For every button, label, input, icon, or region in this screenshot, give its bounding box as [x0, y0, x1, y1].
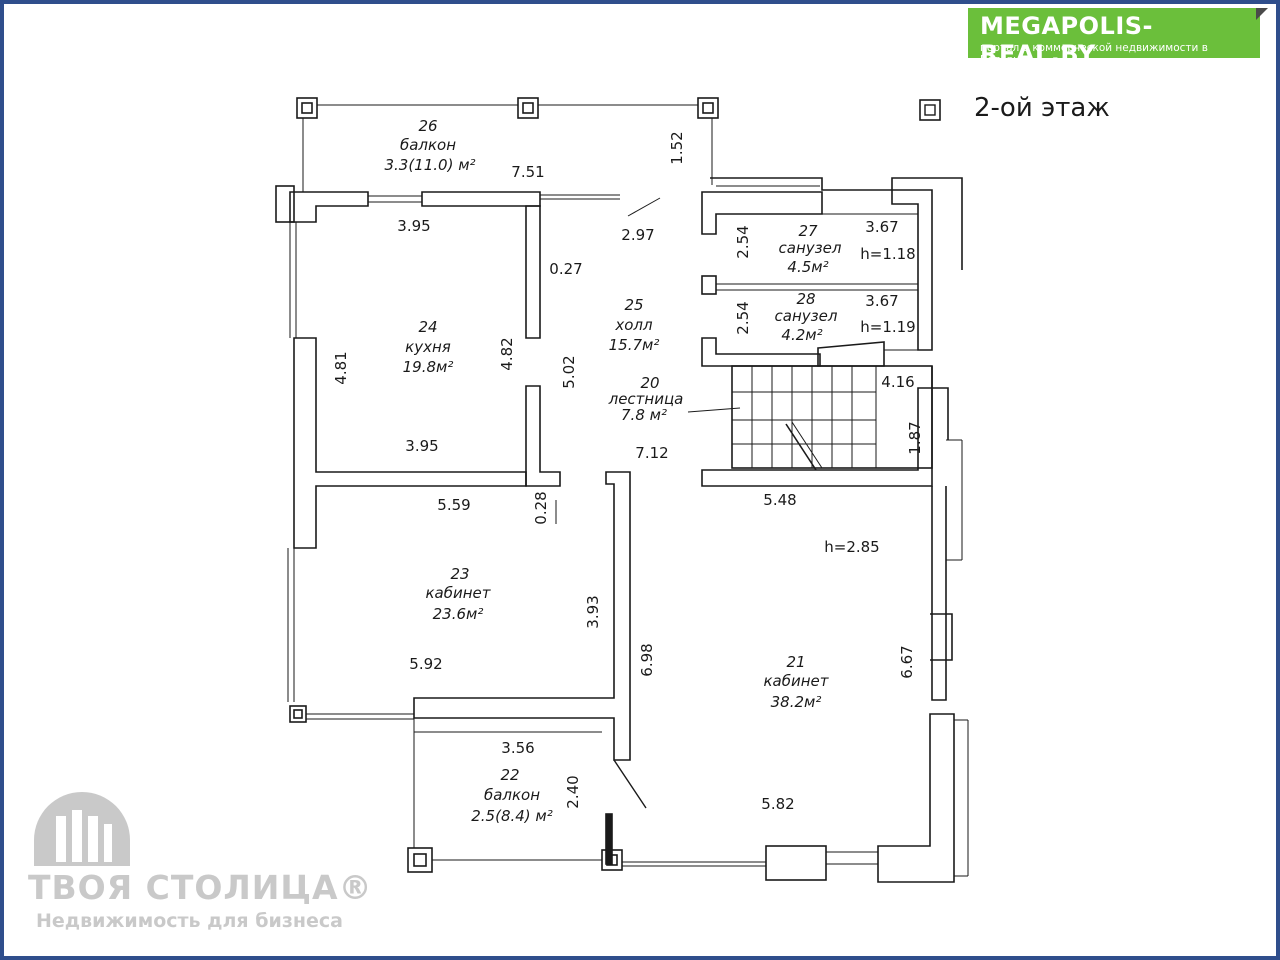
room-area: 23.6м² — [433, 605, 484, 623]
dimension-label: 3.95 — [397, 217, 430, 235]
room-22-label: 22 балкон 2.5(8.4) м² — [471, 766, 553, 825]
room-21-label: 21 кабинет 38.2м² h=2.85 — [763, 538, 879, 711]
room-name: кухня — [405, 338, 451, 356]
dimension-label: 2.54 — [734, 225, 752, 258]
room-number: 24 — [418, 318, 437, 336]
room-26-label: 26 балкон 3.3(11.0) м² — [384, 117, 475, 174]
room-area: 2.5(8.4) м² — [471, 807, 553, 825]
dimension-label: 1.87 — [906, 421, 924, 454]
dimension-label: 3.93 — [584, 595, 602, 628]
room-name: холл — [614, 316, 653, 334]
dimension-label: 6.67 — [898, 645, 916, 678]
dimension-label: 2.54 — [734, 301, 752, 334]
room-name: кабинет — [425, 584, 491, 602]
dimension-label: 2.40 — [564, 775, 582, 808]
dimension-labels: 7.51 1.52 3.95 2.97 2.54 3.67 0.27 2.54 … — [332, 131, 924, 813]
room-27-label: 27 санузел 4.5м² h=1.18 — [779, 222, 916, 276]
dimension-label: 3.67 — [865, 218, 898, 236]
column-square-icon — [919, 99, 941, 121]
logo-fold-corner — [1256, 8, 1268, 20]
dimension-label: 4.81 — [332, 351, 350, 384]
megapolis-logo[interactable]: MEGAPOLIS-REAL.BY портал о коммерческой … — [968, 8, 1268, 68]
column-square-icon — [296, 97, 318, 119]
logo-tagline: портал о коммерческой недвижимости в Бел… — [980, 42, 1208, 66]
dimension-label: 4.16 — [881, 373, 914, 391]
dimension-label: 5.82 — [761, 795, 794, 813]
watermark-name: ТВОЯ СТОЛИЦА® — [28, 868, 373, 907]
room-number: 20 — [640, 374, 659, 392]
room-area: 7.8 м² — [621, 406, 667, 424]
logo-title: MEGAPOLIS-REAL.BY — [980, 12, 1154, 68]
dimension-label: 5.02 — [560, 355, 578, 388]
room-number: 28 — [796, 290, 815, 308]
dimension-label: 4.82 — [498, 337, 516, 370]
room-area: 38.2м² — [771, 693, 822, 711]
ceiling-height: h=1.18 — [860, 245, 915, 263]
ceiling-height: h=2.85 — [824, 538, 879, 556]
column-square-icon — [697, 97, 719, 119]
dimension-label: 0.27 — [549, 260, 582, 278]
room-name: кабинет — [763, 672, 829, 690]
floor-title: 2-ой этаж — [974, 93, 1110, 123]
dimension-label: 5.48 — [763, 491, 796, 509]
plan-walls — [275, 97, 969, 883]
room-24-label: 24 кухня 19.8м² — [403, 318, 454, 376]
ceiling-height: h=1.19 — [860, 318, 915, 336]
room-name: санузел — [775, 307, 838, 325]
room-number: 26 — [418, 117, 437, 135]
dimension-label: 5.92 — [409, 655, 442, 673]
tvoya-stolitsa-watermark: ТВОЯ СТОЛИЦА® Недвижимость для бизнеса — [28, 790, 388, 940]
room-name: балкон — [484, 786, 540, 804]
room-23-label: 23 кабинет 23.6м² — [425, 565, 491, 623]
dimension-label: 7.12 — [635, 444, 668, 462]
room-number: 25 — [624, 296, 643, 314]
dimension-label: 2.97 — [621, 226, 654, 244]
room-area: 4.2м² — [781, 326, 822, 344]
room-area: 4.5м² — [787, 258, 828, 276]
dimension-label: 3.95 — [405, 437, 438, 455]
room-number: 27 — [798, 222, 818, 240]
dimension-label: 6.98 — [638, 643, 656, 676]
logo-badge: MEGAPOLIS-REAL.BY портал о коммерческой … — [968, 8, 1260, 68]
room-number: 22 — [500, 766, 519, 784]
room-28-label: 28 санузел 4.2м² h=1.19 — [775, 290, 916, 344]
room-name: санузел — [779, 239, 842, 257]
room-area: 19.8м² — [403, 358, 454, 376]
room-20-label: 20 лестница 7.8 м² — [608, 374, 684, 424]
room-name: лестница — [608, 390, 684, 408]
dimension-label: 7.51 — [511, 163, 544, 181]
room-area: 3.3(11.0) м² — [384, 156, 475, 174]
room-number: 21 — [786, 653, 805, 671]
dimension-label: 3.56 — [501, 739, 534, 757]
column-square-icon — [407, 847, 433, 873]
building-logo-icon — [34, 792, 130, 866]
room-number: 23 — [450, 565, 469, 583]
room-area: 15.7м² — [609, 336, 660, 354]
dimension-label: 3.67 — [865, 292, 898, 310]
room-25-label: 25 холл 15.7м² — [609, 296, 660, 354]
dimension-label: 5.59 — [437, 496, 470, 514]
dimension-label: 1.52 — [668, 131, 686, 164]
room-name: балкон — [400, 136, 456, 154]
dimension-label: 0.28 — [532, 491, 550, 524]
watermark-subtitle: Недвижимость для бизнеса — [36, 910, 343, 932]
column-square-icon — [517, 97, 539, 119]
